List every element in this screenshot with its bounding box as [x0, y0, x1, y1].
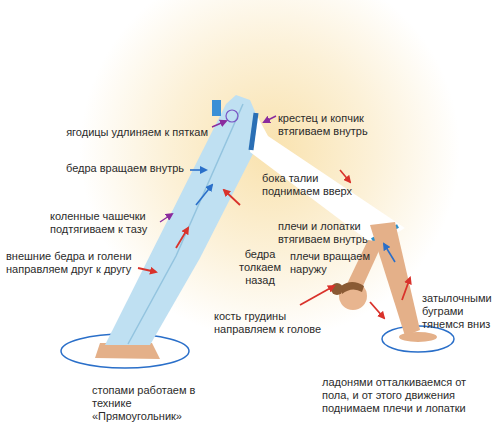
- leader-arrow: [212, 121, 226, 127]
- annotation-label: плечи и лопатки втягиваем внутрь: [278, 220, 376, 246]
- annotation-label: внешние бедра и голени направляем друг к…: [6, 250, 138, 276]
- arm-arrow: [384, 244, 395, 262]
- annotation-label: затылочными буграми тянемся вниз: [422, 292, 496, 331]
- annotation-label: ягодицы удлиняем к пяткам: [62, 126, 208, 139]
- annotation-label: бока талии поднимаем вверх: [262, 172, 358, 198]
- feet: [95, 343, 160, 359]
- hips-back-arrow: [224, 190, 240, 205]
- annotation-label: стопами работаем в технике «Прямоугольни…: [92, 384, 224, 423]
- arm: [370, 222, 420, 336]
- hip-tag: [212, 100, 221, 116]
- hip-mark: [226, 110, 238, 122]
- annotation-label: крестец и копчик втягиваем внутрь: [278, 112, 382, 138]
- annotation-label: бедра вращаем внутрь: [66, 162, 186, 175]
- head: [339, 282, 367, 310]
- hair: [341, 282, 364, 294]
- head-arrow: [370, 302, 384, 318]
- leader-arrow: [264, 116, 276, 122]
- annotation-label: кость грудины направляем к голове: [214, 310, 328, 336]
- leader-arrow: [160, 214, 172, 222]
- sternum-arrow: [300, 286, 334, 305]
- arm-push-arrow: [402, 278, 410, 300]
- annotation-label: бедра толкаем назад: [235, 248, 285, 287]
- rotation-arrow: [190, 169, 206, 171]
- annotation-label: плечи вращаем наружу: [290, 250, 374, 276]
- shin-arrow: [138, 268, 156, 272]
- thigh-arrow: [196, 185, 212, 205]
- annotation-label: ладонями отталкиваемся от пола, и от это…: [322, 376, 492, 415]
- waistband: [251, 113, 256, 150]
- back-arrow: [340, 170, 350, 182]
- annotation-label: коленные чашечки подтягиваем к тазу: [50, 210, 156, 236]
- knee-arrow: [176, 228, 188, 248]
- hair-bun: [331, 283, 343, 295]
- hand: [399, 332, 437, 342]
